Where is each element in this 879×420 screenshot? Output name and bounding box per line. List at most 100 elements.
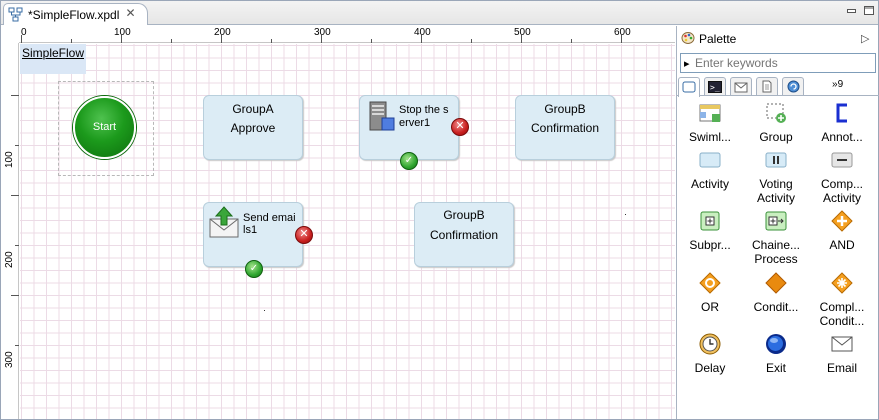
ruler-label: 500	[514, 27, 531, 38]
palette-item-complex-condition[interactable]: Compl... Condit...	[809, 272, 875, 328]
search-icon: ▸	[684, 58, 690, 70]
task-groupa-approve[interactable]: GroupA Approve	[203, 95, 303, 160]
group-icon	[766, 103, 786, 123]
task-line2: ls1	[243, 224, 258, 236]
task-line2: erver1	[399, 117, 431, 129]
task-line2: Confirmation	[530, 121, 600, 135]
palette-tab-process-icon[interactable]	[678, 77, 700, 97]
palette-item-voting-activity[interactable]: Voting Activity	[743, 149, 809, 205]
vertical-ruler: 100 200 300	[1, 43, 19, 419]
start-event-selection	[58, 81, 154, 176]
horizontal-ruler: 0 100 200 300 400 500 600	[1, 26, 675, 43]
xpdl-file-icon	[8, 7, 23, 22]
palette-item-label: Exit	[765, 361, 786, 375]
palette-item-label: Subpr...	[689, 238, 731, 252]
ruler-label: 200	[214, 27, 231, 38]
palette-item-label: Swiml...	[689, 130, 731, 144]
palette-item-label: Group	[759, 130, 793, 144]
ruler-label: 200	[4, 251, 15, 268]
editor-tab-bar: *SimpleFlow.xpdl ✕	[1, 1, 878, 25]
svg-text:>_: >_	[710, 83, 720, 92]
palette-item-label: Condit...	[753, 300, 799, 314]
more-tabs-count: 9	[837, 79, 844, 90]
palette-item-annotation[interactable]: Annot...	[809, 102, 875, 144]
exit-icon	[766, 334, 786, 354]
task-line1: Stop the s	[399, 104, 449, 116]
palette-item-subprocess[interactable]: Subpr...	[677, 210, 743, 252]
palette-title: Palette	[699, 32, 737, 46]
palette-item-and[interactable]: AND	[809, 210, 875, 252]
ruler-label: 0	[21, 27, 27, 38]
palette-tab-script-icon[interactable]: >_	[704, 77, 726, 95]
swimlane-icon	[699, 104, 721, 122]
close-icon[interactable]: ✕	[125, 6, 136, 20]
palette-item-group[interactable]: Group	[743, 102, 809, 144]
task-line1: GroupB	[544, 102, 586, 116]
server-icon	[369, 101, 395, 131]
palette-item-label: Compl... Condit...	[819, 300, 865, 328]
palette-panel: Palette ▷ ▸ >_ »9	[676, 26, 879, 419]
palette-item-label: Delay	[694, 361, 726, 375]
collapse-palette-icon[interactable]: ▷	[861, 33, 870, 45]
annotation-icon	[836, 103, 847, 123]
palette-item-activity[interactable]: Activity	[677, 149, 743, 191]
maximize-icon[interactable]	[863, 5, 875, 17]
palette-item-compensation-activity[interactable]: Comp... Activity	[809, 149, 875, 205]
palette-item-label: Voting Activity	[756, 177, 795, 205]
ruler-label: 300	[4, 351, 15, 368]
pool-label[interactable]: SimpleFlow	[20, 44, 86, 74]
palette-item-label: Comp... Activity	[820, 177, 863, 205]
task-line1: GroupA	[232, 102, 274, 116]
palette-search-box[interactable]: ▸	[680, 53, 876, 73]
delay-icon	[699, 333, 721, 355]
ruler-label: 600	[614, 27, 631, 38]
task-line1: Send emai	[243, 212, 296, 224]
start-event[interactable]: Start	[73, 96, 136, 159]
task-line2: Confirmation	[429, 228, 499, 242]
palette-item-delay[interactable]: Delay	[677, 333, 743, 375]
email-icon	[831, 336, 853, 352]
activity-icon	[699, 152, 721, 168]
palette-item-email[interactable]: Email	[809, 333, 875, 375]
error-marker-icon[interactable]: ✕	[451, 118, 469, 136]
success-marker-icon[interactable]: ✓	[245, 260, 263, 278]
task-line1: GroupB	[443, 208, 485, 222]
task-stop-server[interactable]: Stop the s erver1 ✕ ✓	[359, 95, 469, 170]
palette-header: Palette ▷	[677, 26, 879, 51]
ruler-label: 100	[114, 27, 131, 38]
compensation-activity-icon	[831, 152, 853, 168]
palette-search-input[interactable]	[695, 55, 873, 71]
minimize-icon[interactable]	[846, 5, 858, 17]
ruler-label: 100	[4, 151, 15, 168]
palette-item-chained-process[interactable]: Chaine... Process	[743, 210, 809, 266]
editor-tab-simpleflow[interactable]: *SimpleFlow.xpdl ✕	[3, 3, 148, 25]
conditional-gateway-icon	[765, 272, 787, 294]
palette-item-label: AND	[829, 238, 855, 252]
complex-condition-icon	[831, 272, 853, 294]
palette-item-exit[interactable]: Exit	[743, 333, 809, 375]
task-send-emails[interactable]: Send emai ls1 ✕ ✓	[203, 202, 313, 278]
palette-tab-document-icon[interactable]	[756, 77, 778, 95]
task-groupb-confirmation[interactable]: GroupB Confirmation	[515, 95, 615, 160]
error-marker-icon[interactable]: ✕	[295, 226, 313, 244]
palette-item-label: Annot...	[821, 130, 863, 144]
more-tabs-indicator[interactable]: »9	[832, 79, 844, 90]
palette-tab-email-icon[interactable]	[730, 77, 752, 95]
palette-item-or[interactable]: OR	[677, 272, 743, 314]
editor-tab-title: *SimpleFlow.xpdl	[28, 8, 120, 22]
diagram-canvas[interactable]: 0 100 200 300 400 500 600 100 200 300 Si…	[1, 26, 675, 419]
success-marker-icon[interactable]: ✓	[400, 152, 418, 170]
palette-item-swimlane[interactable]: Swiml...	[677, 102, 743, 144]
or-gateway-icon	[699, 272, 721, 294]
palette-tab-web-service-icon[interactable]	[782, 77, 804, 95]
send-email-icon	[209, 206, 239, 238]
canvas-grid[interactable]	[20, 44, 675, 419]
palette-item-conditional[interactable]: Condit...	[743, 272, 809, 314]
palette-tab-bar: >_ »9	[677, 76, 879, 97]
chained-process-icon	[765, 211, 787, 231]
palette-item-label: OR	[701, 300, 719, 314]
task-groupb-confirmation[interactable]: GroupB Confirmation	[414, 202, 514, 267]
palette-item-label: Activity	[690, 177, 729, 191]
ruler-label: 400	[414, 27, 431, 38]
